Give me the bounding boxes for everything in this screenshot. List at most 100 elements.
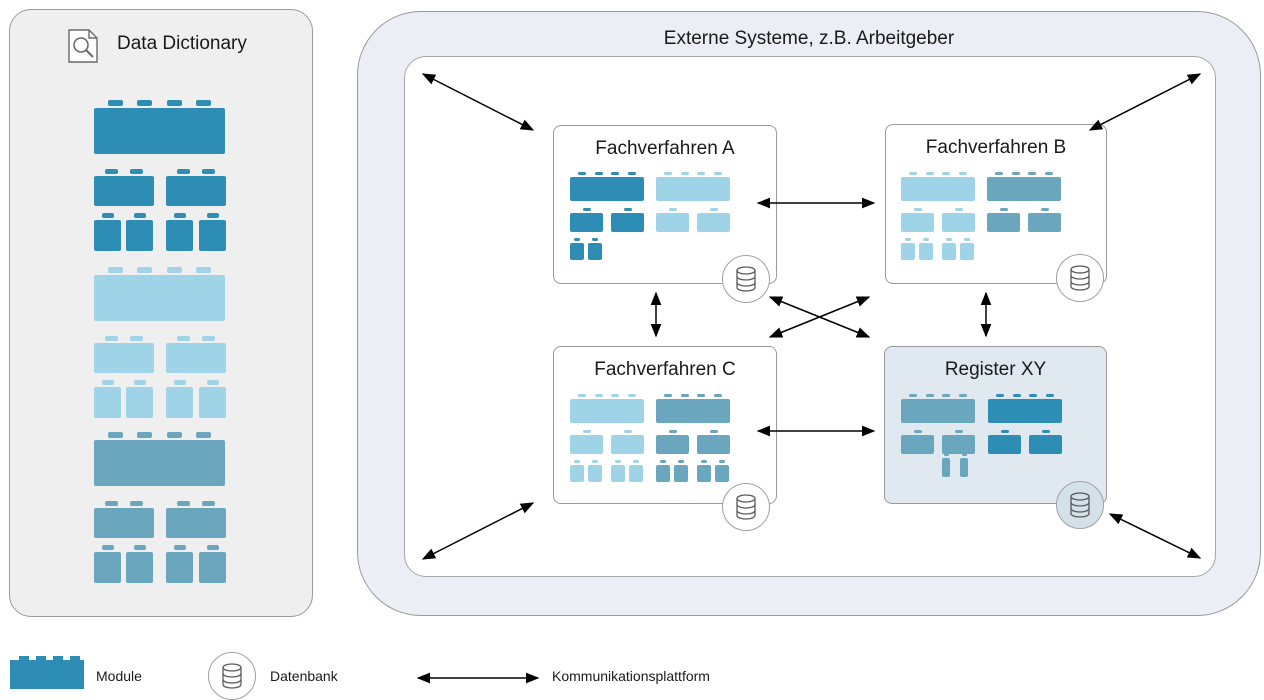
module-tab (628, 172, 636, 175)
module-tab (134, 213, 146, 218)
module-block (199, 220, 226, 251)
module-block (611, 465, 625, 482)
module-tab (102, 380, 114, 385)
module-tab (102, 545, 114, 550)
module-tab (611, 394, 619, 397)
module-block (166, 508, 226, 538)
module-tab (996, 394, 1004, 397)
module-tab (710, 430, 718, 433)
module-block (656, 213, 689, 232)
module-block (199, 387, 226, 418)
module-tab (202, 169, 215, 174)
module-block (697, 465, 711, 482)
module-block (697, 213, 730, 232)
register-box: Register XY (884, 346, 1107, 504)
module-block (94, 343, 154, 373)
module-tab (134, 380, 146, 385)
module-tab (137, 267, 152, 273)
module-tab (595, 394, 603, 397)
module-block (901, 177, 975, 201)
module-block (988, 399, 1062, 423)
module-tab (615, 460, 621, 463)
module-tab (678, 460, 684, 463)
module-tab (137, 432, 152, 438)
module-tab (955, 208, 963, 211)
module-tab (130, 169, 143, 174)
module-tab (583, 430, 591, 433)
module-block (715, 465, 729, 482)
module-tab (964, 238, 970, 241)
module-tab (583, 208, 591, 211)
module-tab (669, 430, 677, 433)
module-tab (719, 460, 725, 463)
module-tab (130, 501, 143, 506)
module-block (656, 435, 689, 454)
arrow-external-c (421, 502, 535, 560)
module-tab (944, 453, 949, 456)
arrow-c-b (768, 296, 871, 338)
module-tab (137, 100, 152, 106)
module-tab (664, 394, 672, 397)
module-tab (697, 172, 705, 175)
module-tab (611, 172, 619, 175)
module-tab (1042, 430, 1050, 433)
module-block (166, 387, 193, 418)
module-block (199, 552, 226, 583)
module-tab (202, 501, 215, 506)
legend-module-tab (70, 656, 80, 660)
legend-database-label: Datenbank (270, 668, 338, 684)
module-tab (1001, 430, 1009, 433)
module-tab (167, 100, 182, 106)
module-tab (196, 432, 211, 438)
module-tab (914, 208, 922, 211)
database-icon (722, 255, 770, 303)
legend-communication-label: Kommunikationsplattform (552, 668, 710, 684)
module-tab (946, 238, 952, 241)
module-block (94, 387, 121, 418)
database-icon (1056, 254, 1104, 302)
module-tab (592, 460, 598, 463)
module-block (126, 387, 153, 418)
legend-module-tab (36, 656, 46, 660)
module-tab (578, 172, 586, 175)
database-icon (1056, 481, 1104, 529)
module-tab (959, 394, 967, 397)
data-dictionary-title: Data Dictionary (117, 33, 247, 54)
module-tab (660, 460, 666, 463)
module-block (611, 213, 644, 232)
module-tab (942, 394, 950, 397)
module-block (629, 465, 643, 482)
module-tab (714, 394, 722, 397)
module-block (94, 220, 121, 251)
module-tab (1000, 208, 1008, 211)
module-block (1028, 213, 1061, 232)
module-block (570, 435, 603, 454)
module-block (588, 465, 602, 482)
module-tab (108, 432, 123, 438)
module-tab (1029, 394, 1037, 397)
module-block (656, 177, 730, 201)
module-tab (664, 172, 672, 175)
module-tab (701, 460, 707, 463)
module-tab (105, 501, 118, 506)
module-tab (681, 172, 689, 175)
module-tab (595, 172, 603, 175)
module-tab (681, 394, 689, 397)
module-tab (1046, 394, 1054, 397)
register-title: Register XY (944, 359, 1047, 380)
external-systems-title: Externe Systeme, z.B. Arbeitgeber (663, 28, 955, 49)
module-tab (130, 336, 143, 341)
module-tab (108, 267, 123, 273)
module-block (94, 552, 121, 583)
module-tab (955, 430, 963, 433)
module-tab (714, 172, 722, 175)
module-tab (923, 238, 929, 241)
arrow-external-register (1108, 513, 1202, 559)
system-title-b: Fachverfahren B (925, 137, 1067, 158)
module-block (570, 177, 644, 201)
module-tab (628, 394, 636, 397)
module-block (570, 213, 603, 232)
module-tab (1028, 172, 1036, 175)
module-block (901, 213, 934, 232)
